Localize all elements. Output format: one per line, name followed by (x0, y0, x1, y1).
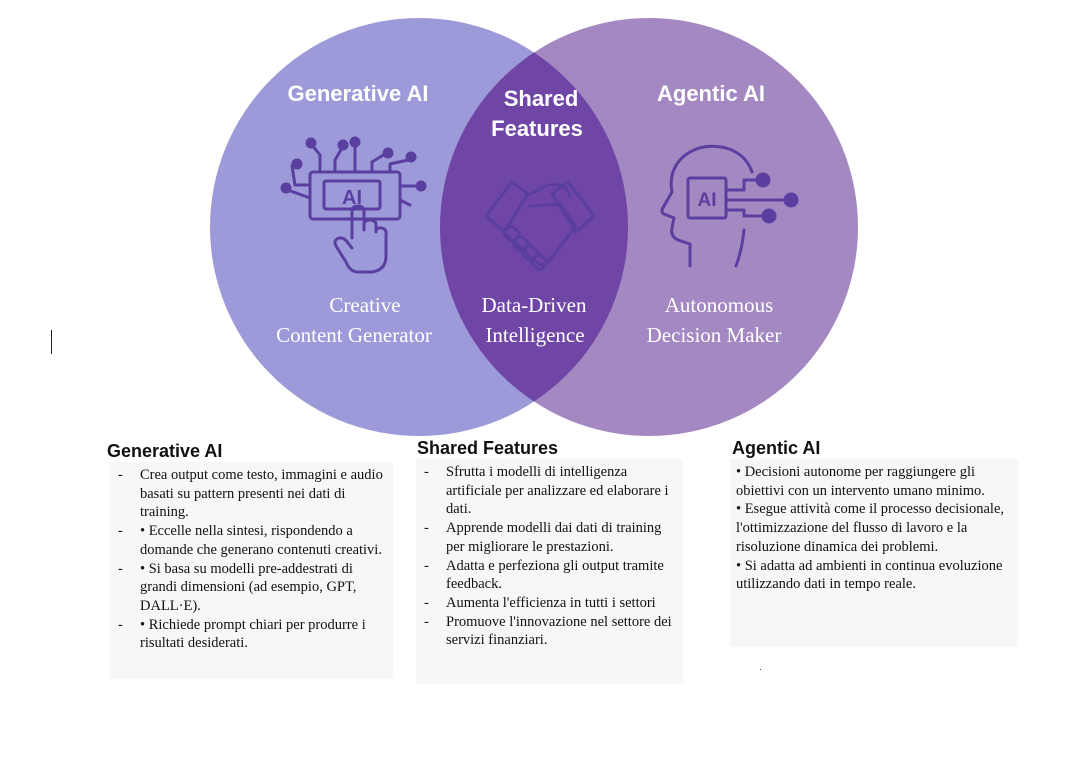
stray-dot: . (759, 662, 762, 673)
agentic-ai-title: Agentic AI (657, 81, 765, 106)
ai-head-icon: AI (660, 144, 799, 268)
generative-ai-list: Crea output come testo, immagini e audio… (110, 462, 393, 679)
shared-features-title-line2: Features (491, 116, 583, 141)
list-item: • Esegue attività come il processo decis… (736, 501, 1005, 555)
generative-ai-line2: Content Generator (276, 323, 432, 347)
list-item: • Si basa su modelli pre-addestrati di g… (116, 560, 387, 616)
shared-features-line1: Data-Driven (482, 293, 587, 317)
list-item: Aumenta l'efficienza in tutti i settori (422, 594, 677, 613)
list-item: Promuove l'innovazione nel settore dei s… (422, 613, 677, 650)
list-item: • Decisioni autonome per raggiungere gli… (736, 464, 985, 499)
ai-chip-hand-icon: AI (280, 136, 427, 274)
text-cursor (51, 330, 52, 354)
overlap-region (440, 18, 628, 436)
generative-ai-line1: Creative (329, 293, 400, 317)
agentic-ai-list: • Decisioni autonome per raggiungere gli… (730, 459, 1018, 647)
svg-text:AI: AI (342, 187, 362, 209)
generative-ai-heading: Generative AI (107, 441, 223, 461)
list-item: • Si adatta ad ambienti in continua evol… (736, 557, 1003, 593)
shared-features-title-line1: Shared (504, 86, 579, 111)
agentic-ai-line1: Autonomous (665, 293, 774, 317)
shared-features-list: Sfrutta i modelli di intelligenza artifi… (416, 459, 683, 684)
list-item: • Richiede prompt chiari per produrre i … (116, 616, 387, 653)
svg-text:AI: AI (698, 190, 717, 211)
shared-features-heading: Shared Features (417, 438, 559, 458)
list-item: Sfrutta i modelli di intelligenza artifi… (422, 463, 677, 519)
list-item: Adatta e perfeziona gli output tramite f… (422, 557, 677, 594)
handshake-icon (484, 180, 596, 271)
shared-features-line2: Intelligence (485, 323, 584, 347)
list-item: Crea output come testo, immagini e audio… (116, 466, 387, 522)
generative-ai-title: Generative AI (287, 81, 428, 106)
list-item: • Eccelle nella sintesi, rispondendo a d… (116, 522, 387, 559)
venn-diagram: Generative AI Shared Features Agentic AI… (210, 18, 858, 436)
list-item: Apprende modelli dai dati di training pe… (422, 519, 677, 556)
agentic-ai-line2: Decision Maker (647, 323, 782, 347)
agentic-ai-heading: Agentic AI (732, 438, 821, 458)
